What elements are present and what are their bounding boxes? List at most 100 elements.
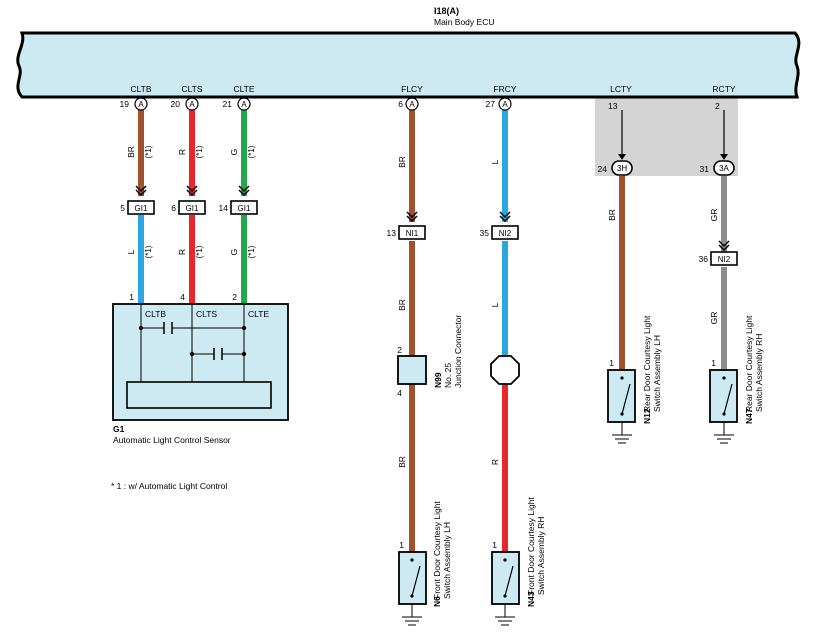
svg-text:27: 27 bbox=[486, 99, 496, 109]
svg-text:A: A bbox=[502, 100, 508, 109]
ecu-pin-2: 2 bbox=[715, 101, 720, 111]
ecu-terminal-cltb: CLTB bbox=[130, 84, 151, 94]
svg-text:A: A bbox=[138, 100, 144, 109]
svg-text:BR: BR bbox=[397, 456, 407, 468]
svg-text:L: L bbox=[490, 302, 500, 307]
svg-text:GR: GR bbox=[709, 209, 719, 222]
ecu-pin-13: 13 bbox=[608, 101, 618, 111]
svg-text:1: 1 bbox=[129, 292, 134, 302]
svg-text:GI1: GI1 bbox=[186, 204, 199, 213]
svg-text:1: 1 bbox=[711, 358, 716, 368]
svg-text:A: A bbox=[189, 100, 195, 109]
ecu-pin-6: 6 A bbox=[398, 97, 419, 111]
svg-text:5: 5 bbox=[120, 203, 125, 213]
svg-text:BR: BR bbox=[397, 299, 407, 311]
ecu-terminal-clts: CLTS bbox=[181, 84, 202, 94]
svg-text:(*1): (*1) bbox=[144, 245, 153, 258]
ecu-pin-27: 27 A bbox=[486, 97, 512, 111]
svg-text:L: L bbox=[126, 249, 136, 254]
sensor-id: G1 bbox=[113, 424, 125, 434]
svg-text:A: A bbox=[409, 100, 415, 109]
svg-text:(*1): (*1) bbox=[195, 145, 204, 158]
sensor-name: Automatic Light Control Sensor bbox=[113, 435, 231, 445]
svg-text:2: 2 bbox=[397, 345, 402, 355]
svg-text:R: R bbox=[177, 249, 187, 255]
switch-n47: 1 bbox=[709, 358, 738, 444]
footnote: * 1 : w/ Automatic Light Control bbox=[111, 481, 227, 491]
svg-text:2: 2 bbox=[232, 292, 237, 302]
svg-text:CLTE: CLTE bbox=[248, 309, 269, 319]
svg-text:NI1: NI1 bbox=[406, 229, 419, 238]
ecu-name: Main Body ECU bbox=[434, 17, 494, 27]
switch-n6: 1 bbox=[398, 540, 427, 626]
ecu-terminal-rcty: RCTY bbox=[712, 84, 735, 94]
svg-text:(*1): (*1) bbox=[144, 145, 153, 158]
ecu-pin-19: 19 A bbox=[120, 97, 148, 111]
svg-text:14: 14 bbox=[219, 203, 229, 213]
svg-text:6: 6 bbox=[398, 99, 403, 109]
connector-gi1-clte: 14 GI1 bbox=[219, 200, 258, 215]
chevron-icons bbox=[135, 185, 730, 252]
ecu-terminal-flcy: FLCY bbox=[401, 84, 423, 94]
svg-text:35: 35 bbox=[480, 228, 490, 238]
switch-n12-label: N12 Rear Door Courtesy Light Switch Asse… bbox=[642, 313, 662, 424]
splice-octagon bbox=[490, 355, 520, 385]
ecu-terminal-lcty: LCTY bbox=[610, 84, 632, 94]
svg-text:13: 13 bbox=[387, 228, 397, 238]
svg-text:L: L bbox=[490, 159, 500, 164]
svg-text:6: 6 bbox=[171, 203, 176, 213]
ecu-body bbox=[16, 31, 801, 99]
svg-text:A: A bbox=[241, 100, 247, 109]
svg-text:31: 31 bbox=[700, 164, 710, 174]
svg-text:1: 1 bbox=[492, 540, 497, 550]
svg-text:3H: 3H bbox=[617, 164, 627, 173]
svg-text:NI2: NI2 bbox=[718, 255, 731, 264]
switch-n43-label: N43 Front Door Courtesy Light Switch Ass… bbox=[526, 495, 546, 607]
svg-text:(*1): (*1) bbox=[247, 245, 256, 258]
connector-3a: 31 3A bbox=[700, 160, 735, 176]
ecu-pin-20: 20 A bbox=[171, 97, 199, 111]
rcty-arrow-icon bbox=[720, 154, 728, 160]
connector-gi1-clts: 6 GI1 bbox=[171, 200, 206, 215]
svg-text:1: 1 bbox=[399, 540, 404, 550]
svg-text:24: 24 bbox=[598, 164, 608, 174]
svg-text:GI1: GI1 bbox=[238, 204, 251, 213]
svg-text:4: 4 bbox=[397, 388, 402, 398]
ecu-terminal-frcy: FRCY bbox=[493, 84, 516, 94]
svg-text:36: 36 bbox=[699, 254, 709, 264]
svg-text:BR: BR bbox=[397, 156, 407, 168]
switch-n43: 1 bbox=[491, 540, 520, 626]
switch-n47-label: N47 Rear Door Courtesy Light Switch Asse… bbox=[744, 313, 764, 424]
junction-label: N99 No. 25 Junction Connector bbox=[433, 315, 463, 388]
svg-text:3A: 3A bbox=[719, 164, 729, 173]
connector-ni1: 13 NI1 bbox=[387, 225, 426, 240]
ecu-pin-21: 21 A bbox=[223, 97, 251, 111]
svg-text:CLTB: CLTB bbox=[145, 309, 166, 319]
svg-text:4: 4 bbox=[180, 292, 185, 302]
svg-text:CLTS: CLTS bbox=[196, 309, 217, 319]
svg-text:R: R bbox=[490, 459, 500, 465]
ecu-terminal-clte: CLTE bbox=[233, 84, 254, 94]
svg-text:GI1: GI1 bbox=[135, 204, 148, 213]
lcty-arrow-icon bbox=[618, 154, 626, 160]
wire-labels: BR (*1) R (*1) G (*1) L (*1) R (*1) G (*… bbox=[126, 145, 719, 468]
svg-text:21: 21 bbox=[223, 99, 233, 109]
svg-text:NI2: NI2 bbox=[499, 229, 512, 238]
connector-3h: 24 3H bbox=[598, 160, 633, 176]
svg-text:GR: GR bbox=[709, 312, 719, 325]
connector-ni2-rear: 36 NI2 bbox=[699, 251, 738, 266]
switch-n6-label: N6 Front Door Courtesy Light Switch Asse… bbox=[432, 499, 452, 607]
svg-text:R: R bbox=[177, 149, 187, 155]
sensor-g1: 1 4 2 CLTB CLTS CLTE bbox=[112, 292, 289, 421]
svg-text:(*1): (*1) bbox=[247, 145, 256, 158]
svg-text:BR: BR bbox=[126, 146, 136, 158]
svg-text:20: 20 bbox=[171, 99, 181, 109]
svg-text:G: G bbox=[229, 249, 239, 256]
junction-connector-n99: 2 4 bbox=[397, 345, 427, 398]
connector-gi1-cltb: 5 GI1 bbox=[120, 200, 155, 215]
svg-text:(*1): (*1) bbox=[195, 245, 204, 258]
svg-text:G: G bbox=[229, 149, 239, 156]
svg-text:1: 1 bbox=[609, 358, 614, 368]
ecu-id: I18(A) bbox=[434, 6, 459, 16]
